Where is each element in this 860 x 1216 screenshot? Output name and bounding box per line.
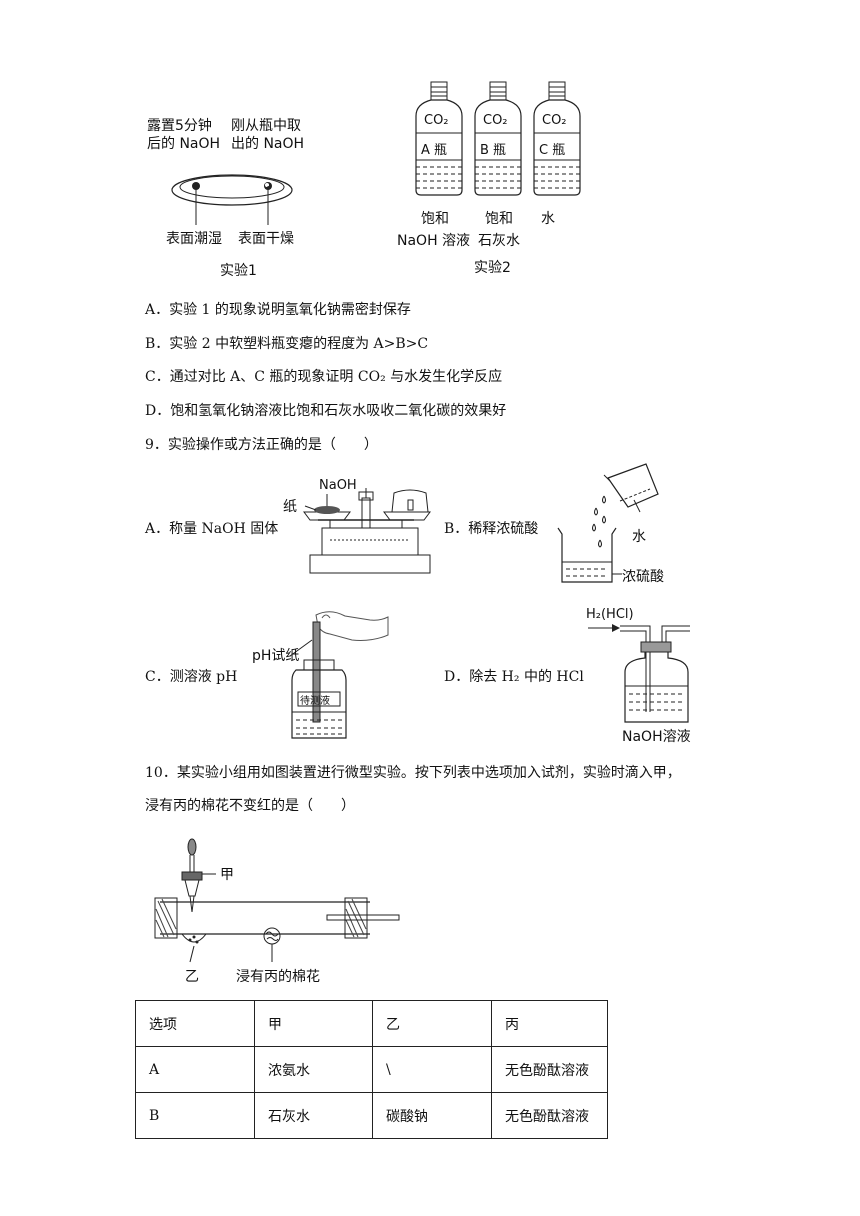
q9-option-c: C．测溶液 pH	[145, 669, 238, 685]
q8-option-d: D．饱和氢氧化钠溶液比饱和石灰水吸收二氧化碳的效果好	[145, 403, 507, 419]
exp1-note-dry: 表面干燥	[238, 231, 294, 247]
table-row: A 浓氨水 \ 无色酚酞溶液	[135, 1046, 608, 1093]
exp1-left-label-line2: 后的 NaOH	[147, 136, 221, 152]
q9-stem: 9．实验操作或方法正确的是（ ）	[145, 437, 378, 453]
table-cell: 无色酚酞溶液	[491, 1092, 608, 1139]
table-cell: 无色酚酞溶液	[491, 1046, 608, 1093]
exp1-right-label-line1: 刚从瓶中取	[231, 118, 301, 134]
bottle-b-liquid-line1: 饱和	[485, 211, 513, 227]
table-cell: A	[135, 1046, 255, 1093]
bottle-c-gas: CO₂	[542, 113, 567, 128]
q9-option-a: A．称量 NaOH 固体	[145, 521, 279, 537]
reagent-table: 选项 甲 乙 丙 A 浓氨水 \ 无色酚酞溶液 B 石灰水 碳酸钠 无色酚酞溶液	[135, 1000, 608, 1139]
bottle-c	[533, 81, 581, 196]
table-cell: 石灰水	[254, 1092, 373, 1139]
water-label: 水	[632, 529, 646, 545]
bottle-b	[474, 81, 522, 196]
exp1-left-label-line1: 露置5分钟	[147, 118, 212, 134]
bottle-b-name: B 瓶	[480, 143, 507, 158]
petri-dish-drawing	[171, 174, 293, 225]
acid-label: 浓硫酸	[622, 569, 664, 585]
q8-option-a: A．实验 1 的现象说明氢氧化钠需密封保存	[145, 302, 411, 318]
naoh-solution-label: NaOH溶液	[622, 729, 691, 745]
bottle-a-name: A 瓶	[421, 143, 448, 158]
table-cell: 碳酸钠	[372, 1092, 492, 1139]
bottle-b-liquid-line2: 石灰水	[478, 233, 520, 249]
micro-experiment-drawing	[154, 838, 400, 963]
q10-stem-line1: 10．某实验小组用如图装置进行微型实验。按下列表中选项加入试剂，实验时滴入甲，	[145, 765, 681, 781]
ph-bottle-label: 待测液	[300, 696, 330, 707]
exp2-caption: 实验2	[474, 260, 511, 276]
bottle-b-gas: CO₂	[483, 113, 508, 128]
q8-option-b: B．实验 2 中软塑料瓶变瘪的程度为 A>B>C	[145, 336, 429, 352]
table-cell: \	[372, 1046, 492, 1093]
balance-naoh-label: NaOH	[319, 478, 357, 493]
gas-wash-drawing	[588, 624, 690, 723]
exp1-caption: 实验1	[220, 263, 257, 279]
table-header-cell: 丙	[491, 1000, 608, 1047]
ph-test-drawing	[289, 611, 389, 739]
table-row: B 石灰水 碳酸钠 无色酚酞溶液	[135, 1092, 608, 1139]
table-header-cell: 选项	[135, 1000, 255, 1047]
table-header-row: 选项 甲 乙 丙	[135, 1000, 608, 1047]
table-header-cell: 甲	[254, 1000, 373, 1047]
bottle-a	[415, 81, 463, 196]
q8-option-c: C．通过对比 A、C 瓶的现象证明 CO₂ 与水发生化学反应	[145, 369, 503, 385]
q9-option-d: D．除去 H₂ 中的 HCl	[444, 669, 584, 685]
ph-paper-label: pH试纸	[252, 648, 300, 664]
dilution-drawing	[557, 463, 659, 583]
table-header-cell: 乙	[372, 1000, 492, 1047]
cotton-label: 浸有丙的棉花	[236, 969, 320, 985]
jia-label: 甲	[220, 867, 234, 883]
table-cell: B	[135, 1092, 255, 1139]
table-cell: 浓氨水	[254, 1046, 373, 1093]
balance-drawing	[303, 488, 431, 574]
q10-stem-line2: 浸有丙的棉花不变红的是（ ）	[145, 798, 355, 814]
bottles-drawing	[415, 81, 581, 196]
bottle-a-gas: CO₂	[424, 113, 449, 128]
exp1-note-moist: 表面潮湿	[166, 231, 222, 247]
bottle-a-liquid-line2: NaOH 溶液	[397, 233, 471, 249]
bottle-a-liquid-line1: 饱和	[421, 211, 449, 227]
yi-label: 乙	[185, 969, 199, 985]
q9-option-b: B．稀释浓硫酸	[444, 521, 539, 537]
gas-label: H₂(HCl)	[586, 607, 634, 622]
bottle-c-liquid-line1: 水	[541, 211, 555, 227]
bottle-c-name: C 瓶	[539, 143, 566, 158]
exp1-right-label-line2: 出的 NaOH	[231, 136, 305, 152]
balance-paper-label: 纸	[283, 499, 297, 515]
